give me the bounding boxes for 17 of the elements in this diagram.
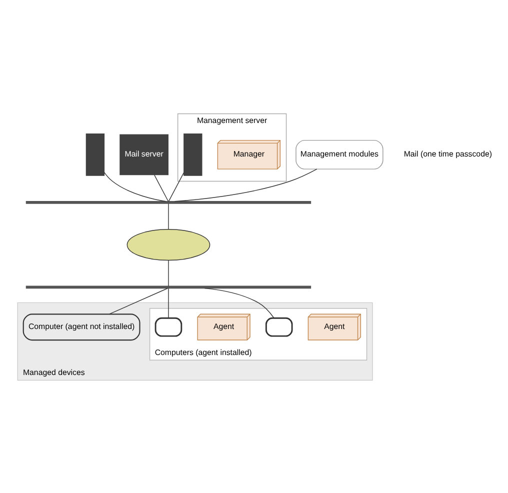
node-ellipse xyxy=(126,228,210,260)
node-bar xyxy=(25,200,311,204)
connector xyxy=(174,168,317,202)
node-computer xyxy=(154,316,182,336)
connector xyxy=(204,287,274,318)
node-box xyxy=(85,133,104,176)
node-computer xyxy=(264,316,292,336)
node-box: Management modules xyxy=(295,139,383,169)
node-box xyxy=(183,133,202,176)
node-bar xyxy=(25,285,311,288)
connector xyxy=(154,174,168,201)
node-box: Computer (agent not installed) xyxy=(22,313,140,340)
connector xyxy=(168,172,184,202)
label: Mail (one time passcode) xyxy=(403,149,492,158)
connector xyxy=(103,171,166,202)
connector xyxy=(108,288,168,314)
node-box: Mail server xyxy=(119,134,168,175)
